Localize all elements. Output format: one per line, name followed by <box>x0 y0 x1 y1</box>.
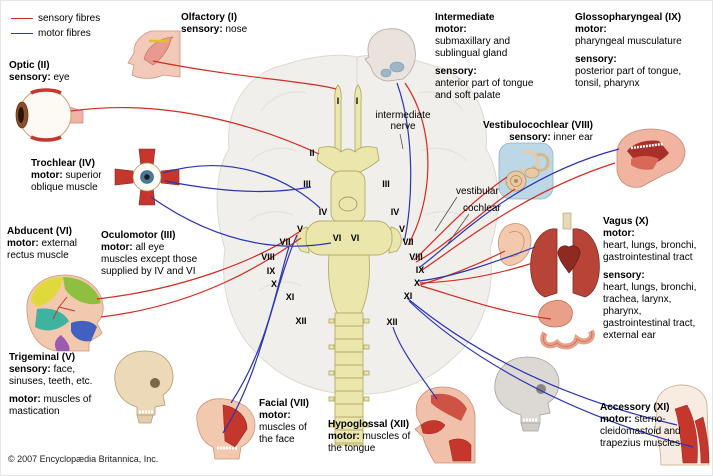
legend-sensory-row: sensory fibres <box>11 11 100 26</box>
sensory-entry: sensory:anterior part of tongue and soft… <box>435 66 534 101</box>
nerve-title: Oculomotor (III) <box>101 230 176 241</box>
copyright-notice: © 2007 Encyclopædia Britannica, Inc. <box>8 454 159 464</box>
cranial-nerve-numeral-iv: IV <box>390 207 400 217</box>
nerve-title: Trigeminal (V) <box>9 352 76 363</box>
brainstem <box>296 84 402 446</box>
nerve-title: Abducent (VI) <box>7 226 72 237</box>
annotation-vestibular: vestibular <box>456 186 499 197</box>
cranial-nerve-numeral-x: X <box>413 278 421 288</box>
nerve-title: Vestibulocochlear (VIII) <box>482 120 593 131</box>
sensory-entry: sensory: eye <box>9 72 70 83</box>
cranial-nerve-numeral-viii: VIII <box>409 252 423 262</box>
motor-entry: motor: external rectus muscle <box>7 238 78 261</box>
annotation-cochlear: cochlear <box>463 203 501 214</box>
nerve-title: Vagus (X) <box>603 216 649 227</box>
nerve-title: Intermediate <box>435 12 495 23</box>
motor-entry: motor: sterno-cleidomastoid and trapeziu… <box>600 414 681 449</box>
cranial-nerve-numeral-ii: II <box>309 148 315 158</box>
sensory-entry: sensory:heart, lungs, bronchi, trachea, … <box>603 270 697 341</box>
label-hypoglossal: Hypoglossal (XII) motor: muscles of the … <box>328 419 412 455</box>
cranial-nerve-numeral-ix: IX <box>266 266 276 276</box>
nerve-title: Glossopharyngeal (IX) <box>575 12 682 23</box>
cranial-nerve-numeral-ix: IX <box>415 265 425 275</box>
nerve-title: Olfactory (I) <box>181 12 238 23</box>
label-trochlear: Trochlear (IV) motor: superior oblique m… <box>31 158 117 194</box>
motor-entry: motor: muscles of mastication <box>9 394 92 417</box>
cranial-nerve-numeral-vi: VI <box>332 233 342 243</box>
cranial-nerve-numeral-i: I <box>355 96 359 106</box>
nasal-cavity-illustration <box>127 30 181 79</box>
motor-fibres <box>150 82 694 448</box>
cranial-nerve-numeral-xii: XII <box>386 317 398 327</box>
sensory-fibres <box>70 60 616 320</box>
cranial-nerve-numeral-iii: III <box>382 179 390 189</box>
annotation-intermediate-nerve: intermediate nerve <box>375 110 431 132</box>
motor-entry: motor:muscles of the face <box>259 410 307 445</box>
cranial-nerve-numeral-vii: VII <box>279 237 291 247</box>
label-optic: Optic (II) sensory: eye <box>9 60 101 84</box>
sensory-entry: sensory: inner ear <box>509 132 593 143</box>
cranial-nerve-numeral-xi: XI <box>285 292 295 302</box>
pharynx-illustration <box>616 128 686 188</box>
tongue-illustration <box>414 386 476 464</box>
leader-lines <box>399 133 470 246</box>
cranial-nerve-numeral-iii: III <box>303 179 311 189</box>
sensory-line-swatch <box>11 18 33 19</box>
cranial-nerve-numeral-v: V <box>398 224 406 234</box>
accessory-skull-illustration <box>494 356 560 432</box>
label-trigeminal: Trigeminal (V) sensory: face, sinuses, t… <box>9 352 111 418</box>
motor-entry: motor: superior oblique muscle <box>31 170 102 193</box>
legend: sensory fibres motor fibres <box>11 11 100 41</box>
label-facial: Facial (VII) motor:muscles of the face <box>259 398 321 446</box>
sensory-entry: sensory:posterior part of tongue, tonsil… <box>575 54 682 89</box>
nerve-title: Accessory (XI) <box>600 402 670 413</box>
label-intermediate: Intermediate motor:submaxillary and subl… <box>435 12 543 102</box>
label-oculomotor: Oculomotor (III) motor: all eye muscles … <box>101 230 199 278</box>
label-vagus: Vagus (X) motor:heart, lungs, bronchi, g… <box>603 216 703 342</box>
nerve-title: Trochlear (IV) <box>31 158 95 169</box>
motor-entry: motor: muscles of the tongue <box>328 431 411 454</box>
legend-motor-row: motor fibres <box>11 26 100 41</box>
motor-entry: motor:heart, lungs, bronchi, gastrointes… <box>603 228 697 263</box>
nerve-title: Optic (II) <box>9 60 50 71</box>
motor-entry: motor:pharyngeal musculature <box>575 24 682 47</box>
motor-entry: motor: all eye muscles except those supp… <box>101 242 198 277</box>
eye-muscles-illustration <box>114 148 180 206</box>
cranial-nerve-numeral-vii: VII <box>402 237 414 247</box>
eye-illustration <box>15 88 84 142</box>
legend-sensory-label: sensory fibres <box>38 13 101 24</box>
thoracic-organs-illustration <box>530 212 600 350</box>
inner-ear-illustration <box>498 142 554 200</box>
skull-illustration <box>114 350 174 424</box>
outer-ear-illustration <box>497 223 532 266</box>
salivary-glands-illustration <box>364 28 416 82</box>
legend-motor-label: motor fibres <box>38 28 91 39</box>
cranial-nerve-numeral-i: I <box>336 96 340 106</box>
label-accessory: Accessory (XI) motor: sterno-cleidomasto… <box>600 402 700 450</box>
cranial-nerve-numeral-vi: VI <box>350 233 360 243</box>
cranial-nerve-numeral-xi: XI <box>403 291 413 301</box>
cranial-nerve-numeral-x: X <box>270 279 278 289</box>
motor-entry: motor:submaxillary and sublingual gland <box>435 24 511 59</box>
nerve-title: Hypoglossal (XII) <box>328 419 410 430</box>
motor-line-swatch <box>11 33 33 34</box>
cranial-nerve-numeral-viii: VIII <box>261 252 275 262</box>
sensory-entry: sensory: nose <box>181 24 248 35</box>
label-olfactory: Olfactory (I) sensory: nose <box>181 12 291 36</box>
facial-sensory-map-illustration <box>26 274 104 352</box>
cranial-nerve-numeral-v: V <box>296 224 304 234</box>
label-abducent: Abducent (VI) motor: external rectus mus… <box>7 226 99 262</box>
sensory-entry: sensory: face, sinuses, teeth, etc. <box>9 364 93 387</box>
neck-muscles-illustration <box>654 384 710 466</box>
cranial-nerve-numeral-xii: XII <box>295 316 307 326</box>
label-glossopharyngeal: Glossopharyngeal (IX) motor:pharyngeal m… <box>575 12 693 90</box>
cranial-nerve-numeral-iv: IV <box>318 207 328 217</box>
nerve-title: Facial (VII) <box>259 398 310 409</box>
label-vestibulocochlear: Vestibulocochlear (VIII) sensory: inner … <box>451 120 593 144</box>
